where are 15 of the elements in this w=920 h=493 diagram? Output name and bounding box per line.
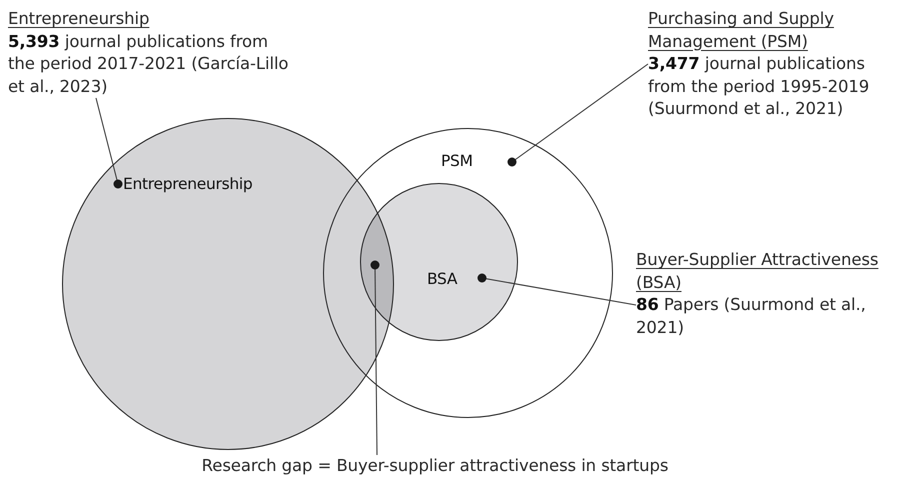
annotation-text: 5,393 journal publications from the period 2017-2021 (García-Lillo et al., 2023) — [8, 30, 290, 98]
leader-line — [508, 64, 648, 166]
leader-line — [370, 260, 380, 456]
circle-label: Entrepreneurship — [123, 175, 252, 193]
leader-line — [96, 98, 122, 188]
annotation-heading: Purchasing and Supply Management (PSM) — [648, 8, 835, 52]
circle-label: PSM — [441, 152, 473, 170]
annotation-heading: Buyer-Supplier Attractiveness (BSA) — [636, 249, 880, 294]
annotation-text: 3,477 journal publications from the period 1995-2019 (Suurmond et al., 2021) — [648, 53, 870, 120]
circle-label: BSA — [427, 270, 458, 288]
annotation-text: Research gap = Buyer-supplier attractiveness in startups — [200, 455, 670, 477]
leader-line — [478, 274, 636, 306]
annotation-heading: Entrepreneurship — [8, 8, 150, 30]
annotation-text: 86 Papers (Suurmond et al., 2021) — [636, 294, 867, 338]
venn-circle — [323, 128, 613, 418]
